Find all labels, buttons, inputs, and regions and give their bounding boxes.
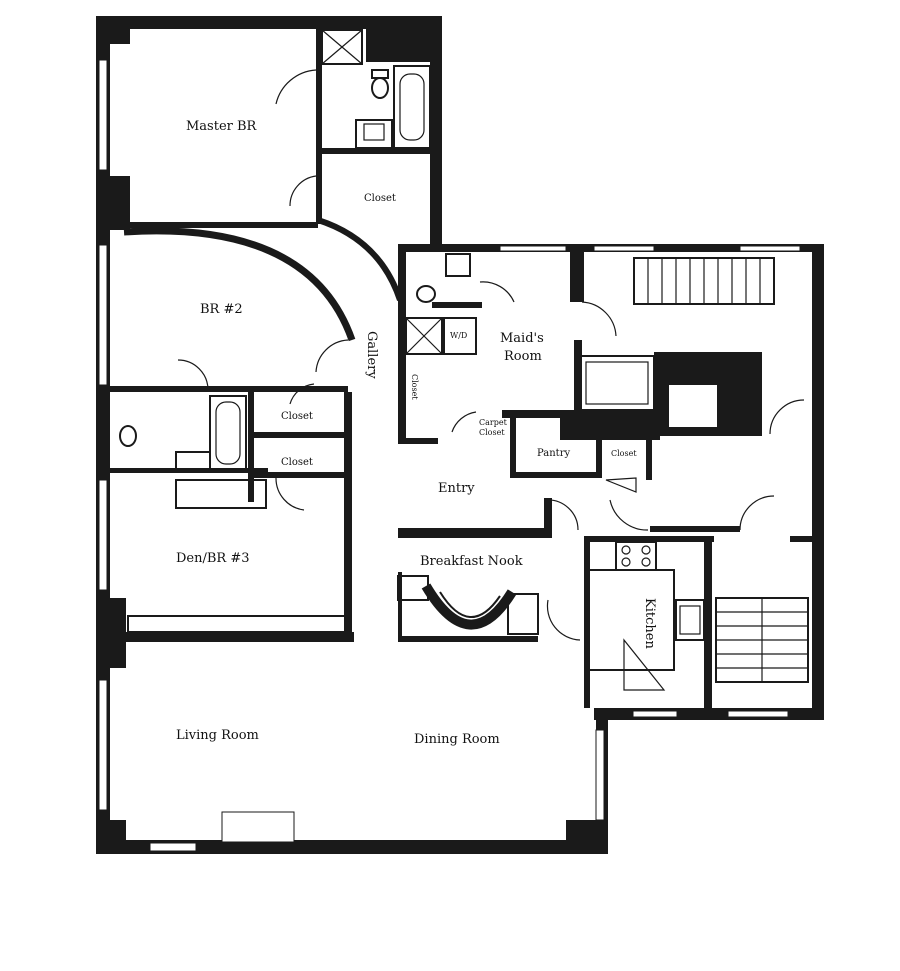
windows [98,59,801,852]
label-master-br: Master BR [186,119,258,134]
label-br2: BR #2 [200,302,243,317]
label-pantry: Pantry [537,448,570,459]
label-carpet-closet-line2: Closet [479,428,505,437]
room-labels: Master BR Closet BR #2 Gallery Closet Cl… [176,119,657,747]
label-living-room: Living Room [176,728,259,743]
fixtures [119,29,809,691]
curved-walls [123,217,403,342]
label-gallery: Gallery [364,331,379,379]
label-closet-pantry: Closet [611,449,637,458]
label-carpet-closet-line1: Carpet [479,418,508,427]
upper-stairs [633,257,775,305]
label-kitchen: Kitchen [642,598,657,649]
label-den-br3: Den/BR #3 [176,551,250,566]
door-swings [177,69,805,641]
label-maids-room-line2: Room [504,349,542,364]
label-entry: Entry [438,481,475,496]
lower-stairs [715,597,809,683]
label-closet-lower: Closet [281,457,313,468]
label-dining-room: Dining Room [414,732,500,747]
label-closet-maid: Closet [410,374,419,400]
label-closet-upper: Closet [281,411,313,422]
label-maids-room-line1: Maid's [500,331,544,346]
label-closet-master: Closet [364,193,396,204]
label-breakfast-nook: Breakfast Nook [420,554,523,569]
label-wd: W/D [450,331,467,340]
